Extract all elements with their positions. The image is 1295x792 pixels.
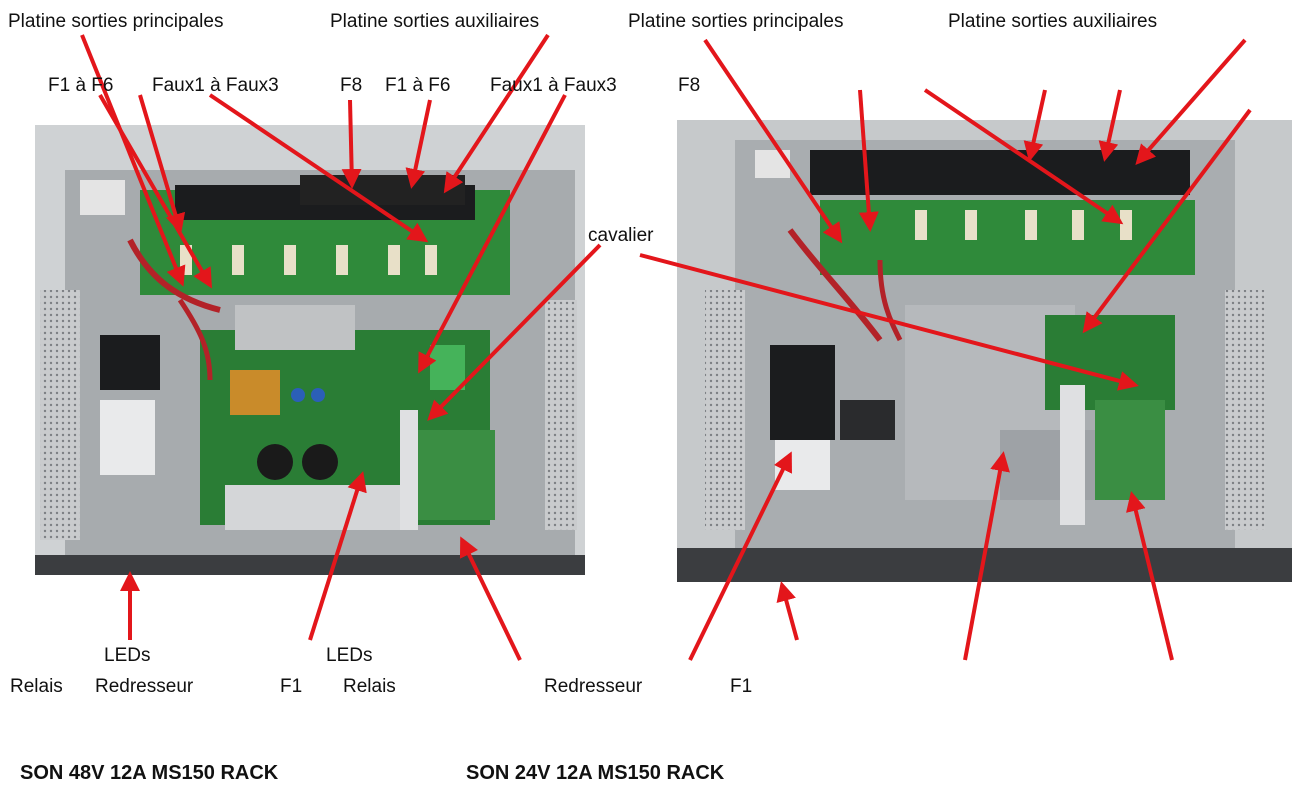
- arrow: [98, 93, 213, 289]
- label-faux-b: Faux1 à Faux3: [490, 75, 617, 96]
- arrow: [308, 471, 367, 641]
- label-f8-a: F8: [340, 75, 363, 96]
- label-platine-auxiliaires-left: Platine sorties auxiliaires: [330, 11, 540, 32]
- arrow: [703, 38, 843, 244]
- arrow: [1135, 38, 1247, 166]
- photo-son-48v: [35, 125, 585, 575]
- arrow: [80, 34, 186, 287]
- arrow: [443, 33, 550, 194]
- arrow: [405, 99, 432, 189]
- label-faux-a: Faux1 à Faux3: [152, 75, 279, 96]
- caption-son-48v: SON 48V 12A MS150 RACK: [20, 762, 279, 784]
- caption-son-24v: SON 24V 12A MS150 RACK: [466, 762, 725, 784]
- arrow: [427, 243, 602, 421]
- label-f8-b: F8: [678, 75, 701, 96]
- label-f1-b: F1: [730, 676, 753, 697]
- label-redresseur-a: Redresseur: [95, 676, 194, 697]
- arrow: [418, 94, 567, 374]
- arrow: [138, 94, 186, 234]
- photo-son-24v: [677, 120, 1292, 582]
- arrow: [1023, 89, 1047, 162]
- arrow: [341, 99, 362, 189]
- arrow: [639, 253, 1139, 391]
- arrow: [688, 451, 792, 661]
- label-leds-b: LEDs: [326, 645, 373, 666]
- label-f1-a: F1: [280, 676, 303, 697]
- label-relais-a: Relais: [10, 676, 63, 697]
- label-f1-f6-a: F1 à F6: [48, 75, 114, 96]
- label-redresseur-b: Redresseur: [544, 676, 643, 697]
- label-platine-principales-left: Platine sorties principales: [8, 11, 224, 32]
- arrow: [923, 88, 1124, 225]
- annotation-arrows: [80, 33, 1252, 661]
- label-platine-principales-right: Platine sorties principales: [628, 11, 844, 32]
- arrow: [776, 581, 799, 641]
- arrow: [208, 93, 429, 243]
- label-cavalier: cavalier: [588, 225, 654, 246]
- arrow: [1082, 108, 1252, 334]
- label-f1-f6-b: F1 à F6: [385, 75, 451, 96]
- arrow: [858, 89, 879, 232]
- arrow: [1126, 491, 1174, 661]
- arrow: [459, 536, 522, 661]
- label-platine-auxiliaires-right: Platine sorties auxiliaires: [948, 11, 1158, 32]
- label-relais-b: Relais: [343, 676, 396, 697]
- label-leds-a: LEDs: [104, 645, 151, 666]
- arrow: [1098, 89, 1122, 162]
- arrow: [963, 451, 1010, 661]
